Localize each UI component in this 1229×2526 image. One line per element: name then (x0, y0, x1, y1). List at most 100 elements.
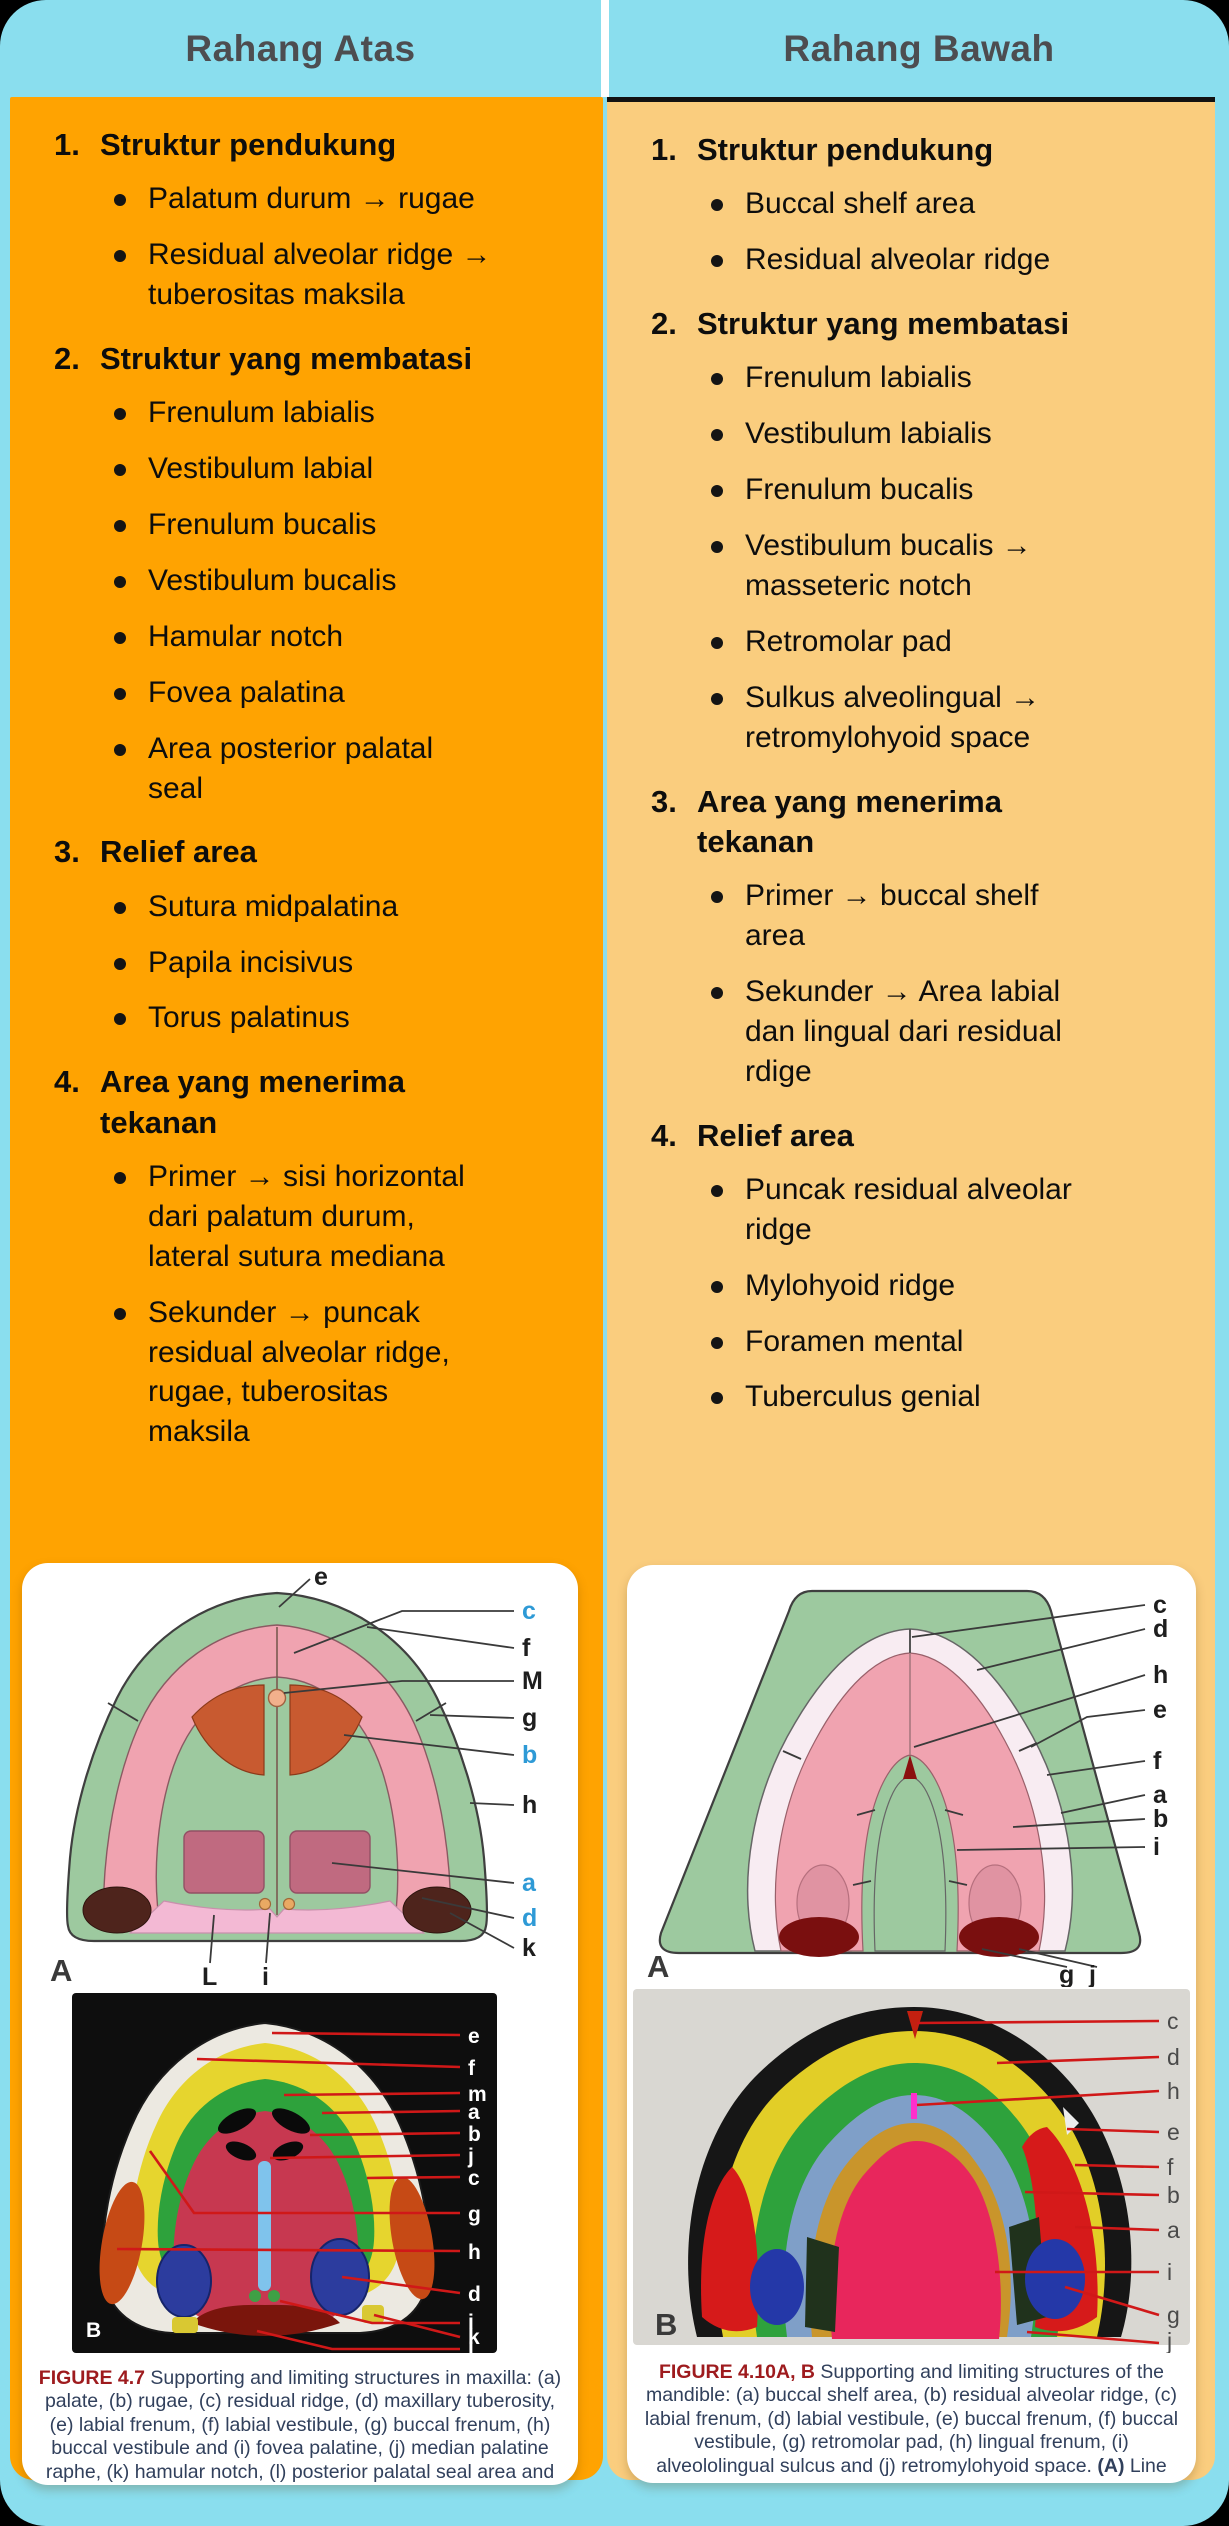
section-title: Struktur pendukung (697, 132, 994, 167)
panel-letter: A (647, 1949, 669, 1984)
list-item-text: Mylohyoid ridge (745, 1268, 956, 1302)
diagram-label: i (262, 1963, 269, 1991)
model-label: m (468, 2083, 487, 2106)
list-item: Residual alveolar ridge → tuberositas ma… (114, 235, 591, 315)
diagram-label: i (1153, 1833, 1160, 1861)
section-title: Relief area (100, 834, 257, 870)
section-number: 2. (651, 306, 677, 342)
bullet-icon (114, 957, 126, 970)
list-item: Hamular notch (114, 617, 591, 657)
model-label: b (1167, 2182, 1180, 2208)
list-item: Vestibulum bucalis (114, 561, 591, 601)
section-heading: 2.Struktur yang membatasi (54, 339, 591, 379)
section-title: Struktur yang membatasi (697, 306, 1070, 342)
bullet-icon (711, 692, 723, 705)
section-title: Area yang menerima tekanan (100, 1064, 405, 1140)
section-heading: 1.Struktur pendukung (54, 125, 591, 165)
bullet-icon (711, 636, 723, 649)
diagram-label: d (522, 1904, 537, 1932)
model-label: e (468, 2025, 480, 2048)
list-item: Sulkus alveolingual → retromylohyoid spa… (711, 678, 1203, 758)
model-label: l (468, 2339, 474, 2359)
model-label: j (467, 2145, 474, 2168)
header-rahang-bawah: Rahang Bawah (609, 0, 1229, 97)
list-item-text: Frenulum bucalis (745, 473, 974, 507)
list-item: Sutura midpalatina (114, 887, 591, 927)
figure-caption-mandible: FIGURE 4.10A, B Supporting and limiting … (627, 2353, 1196, 2478)
figure-card-mandible: c d h e f a b i g j A (627, 1565, 1196, 2483)
diagram-label: d (1153, 1615, 1168, 1643)
bullet-icon (711, 255, 723, 268)
list-item-text: Area posterior palatal seal (148, 731, 434, 805)
figure-caption-tag: FIGURE 4.7 (38, 2367, 145, 2389)
bullet-icon (711, 1280, 723, 1293)
list-item: Vestibulum labial (114, 449, 591, 489)
diagram-label: g (522, 1704, 537, 1732)
model-label: f (1167, 2154, 1174, 2180)
list-item-text: Sulkus alveolingual → retromylohyoid spa… (745, 680, 1041, 754)
panel-letter: B (86, 2319, 101, 2342)
figure-caption-bold-a: (A) (1097, 2454, 1125, 2477)
diagram-label: k (522, 1934, 536, 1962)
bullet-icon (711, 1336, 723, 1349)
bullet-icon (114, 575, 126, 588)
section-title: Area yang menerima tekanan (697, 783, 1002, 859)
model-label: k (468, 2326, 480, 2349)
bullet-icon (711, 1392, 723, 1405)
list-item: Frenulum labialis (711, 358, 1203, 398)
list-item: Papila incisivus (114, 943, 591, 983)
list-item-text: Papila incisivus (148, 945, 354, 979)
figure-caption-text: Line (1124, 2454, 1167, 2477)
list-item: Vestibulum labialis (711, 414, 1203, 454)
list-item-text: Sekunder → puncak residual alveolar ridg… (148, 1295, 450, 1449)
list-item-text: Puncak residual alveolar ridge (745, 1172, 1072, 1246)
list-item-text: Residual alveolar ridge (745, 243, 1051, 277)
list-item-text: Frenulum bucalis (148, 508, 377, 542)
bullet-icon (114, 901, 126, 914)
section-heading: 3. Area yang menerima tekanan (651, 782, 1203, 863)
list-item-text: Hamular notch (148, 619, 344, 653)
list-item: Frenulum bucalis (711, 470, 1203, 510)
figure-caption-tag: FIGURE 4.10A, B (658, 2361, 815, 2383)
diagram-label: h (522, 1791, 537, 1819)
list-item-text: Residual alveolar ridge → tuberositas ma… (148, 238, 492, 312)
section-number: 3. (651, 783, 677, 819)
header-rahang-atas: Rahang Atas (0, 0, 601, 97)
list-item-text: Sekunder → Area labial dan lingual dari … (745, 974, 1062, 1088)
bullet-icon (114, 1307, 126, 1320)
list-item: Frenulum labialis (114, 393, 591, 433)
bullet-icon (711, 891, 723, 904)
model-label: h (1167, 2078, 1180, 2104)
section-heading: 4.Relief area (651, 1116, 1203, 1156)
list-item: Primer → sisi horizontal dari palatum du… (114, 1157, 591, 1277)
list-item: Residual alveolar ridge (711, 240, 1203, 280)
header-title-right: Rahang Bawah (783, 27, 1055, 69)
diagram-label: c (1153, 1591, 1167, 1619)
diagram-label: L (202, 1963, 217, 1991)
section-heading: 3.Relief area (54, 832, 591, 872)
bullet-icon (114, 1013, 126, 1026)
list-item-text: Foramen mental (745, 1324, 964, 1358)
list-item: Sekunder → Area labial dan lingual dari … (711, 972, 1203, 1092)
model-label: b (468, 2123, 481, 2146)
panel-letter: A (50, 1953, 72, 1988)
section-title: Relief area (697, 1117, 854, 1153)
section-number: 1. (54, 127, 80, 162)
section-heading: 4. Area yang menerima tekanan (54, 1062, 591, 1143)
list-item-text: Retromolar pad (745, 624, 952, 658)
figure-caption-maxilla: FIGURE 4.7 Supporting and limiting struc… (22, 2359, 578, 2485)
list-item-text: Frenulum labialis (148, 396, 375, 430)
figure-caption-text: model. (461, 2484, 526, 2485)
bullet-icon (114, 408, 126, 421)
model-label: c (1167, 2008, 1179, 2034)
model-label: i (1167, 2259, 1172, 2285)
list-item-text: Frenulum labialis (745, 361, 972, 395)
section-number: 4. (54, 1064, 80, 1100)
list-item: Area posterior palatal seal (114, 729, 591, 809)
bullet-icon (114, 464, 126, 477)
list-item: Sekunder → puncak residual alveolar ridg… (114, 1293, 591, 1453)
bullet-icon (114, 194, 126, 207)
bullet-icon (711, 541, 723, 554)
section-heading: 1.Struktur pendukung (651, 130, 1203, 170)
